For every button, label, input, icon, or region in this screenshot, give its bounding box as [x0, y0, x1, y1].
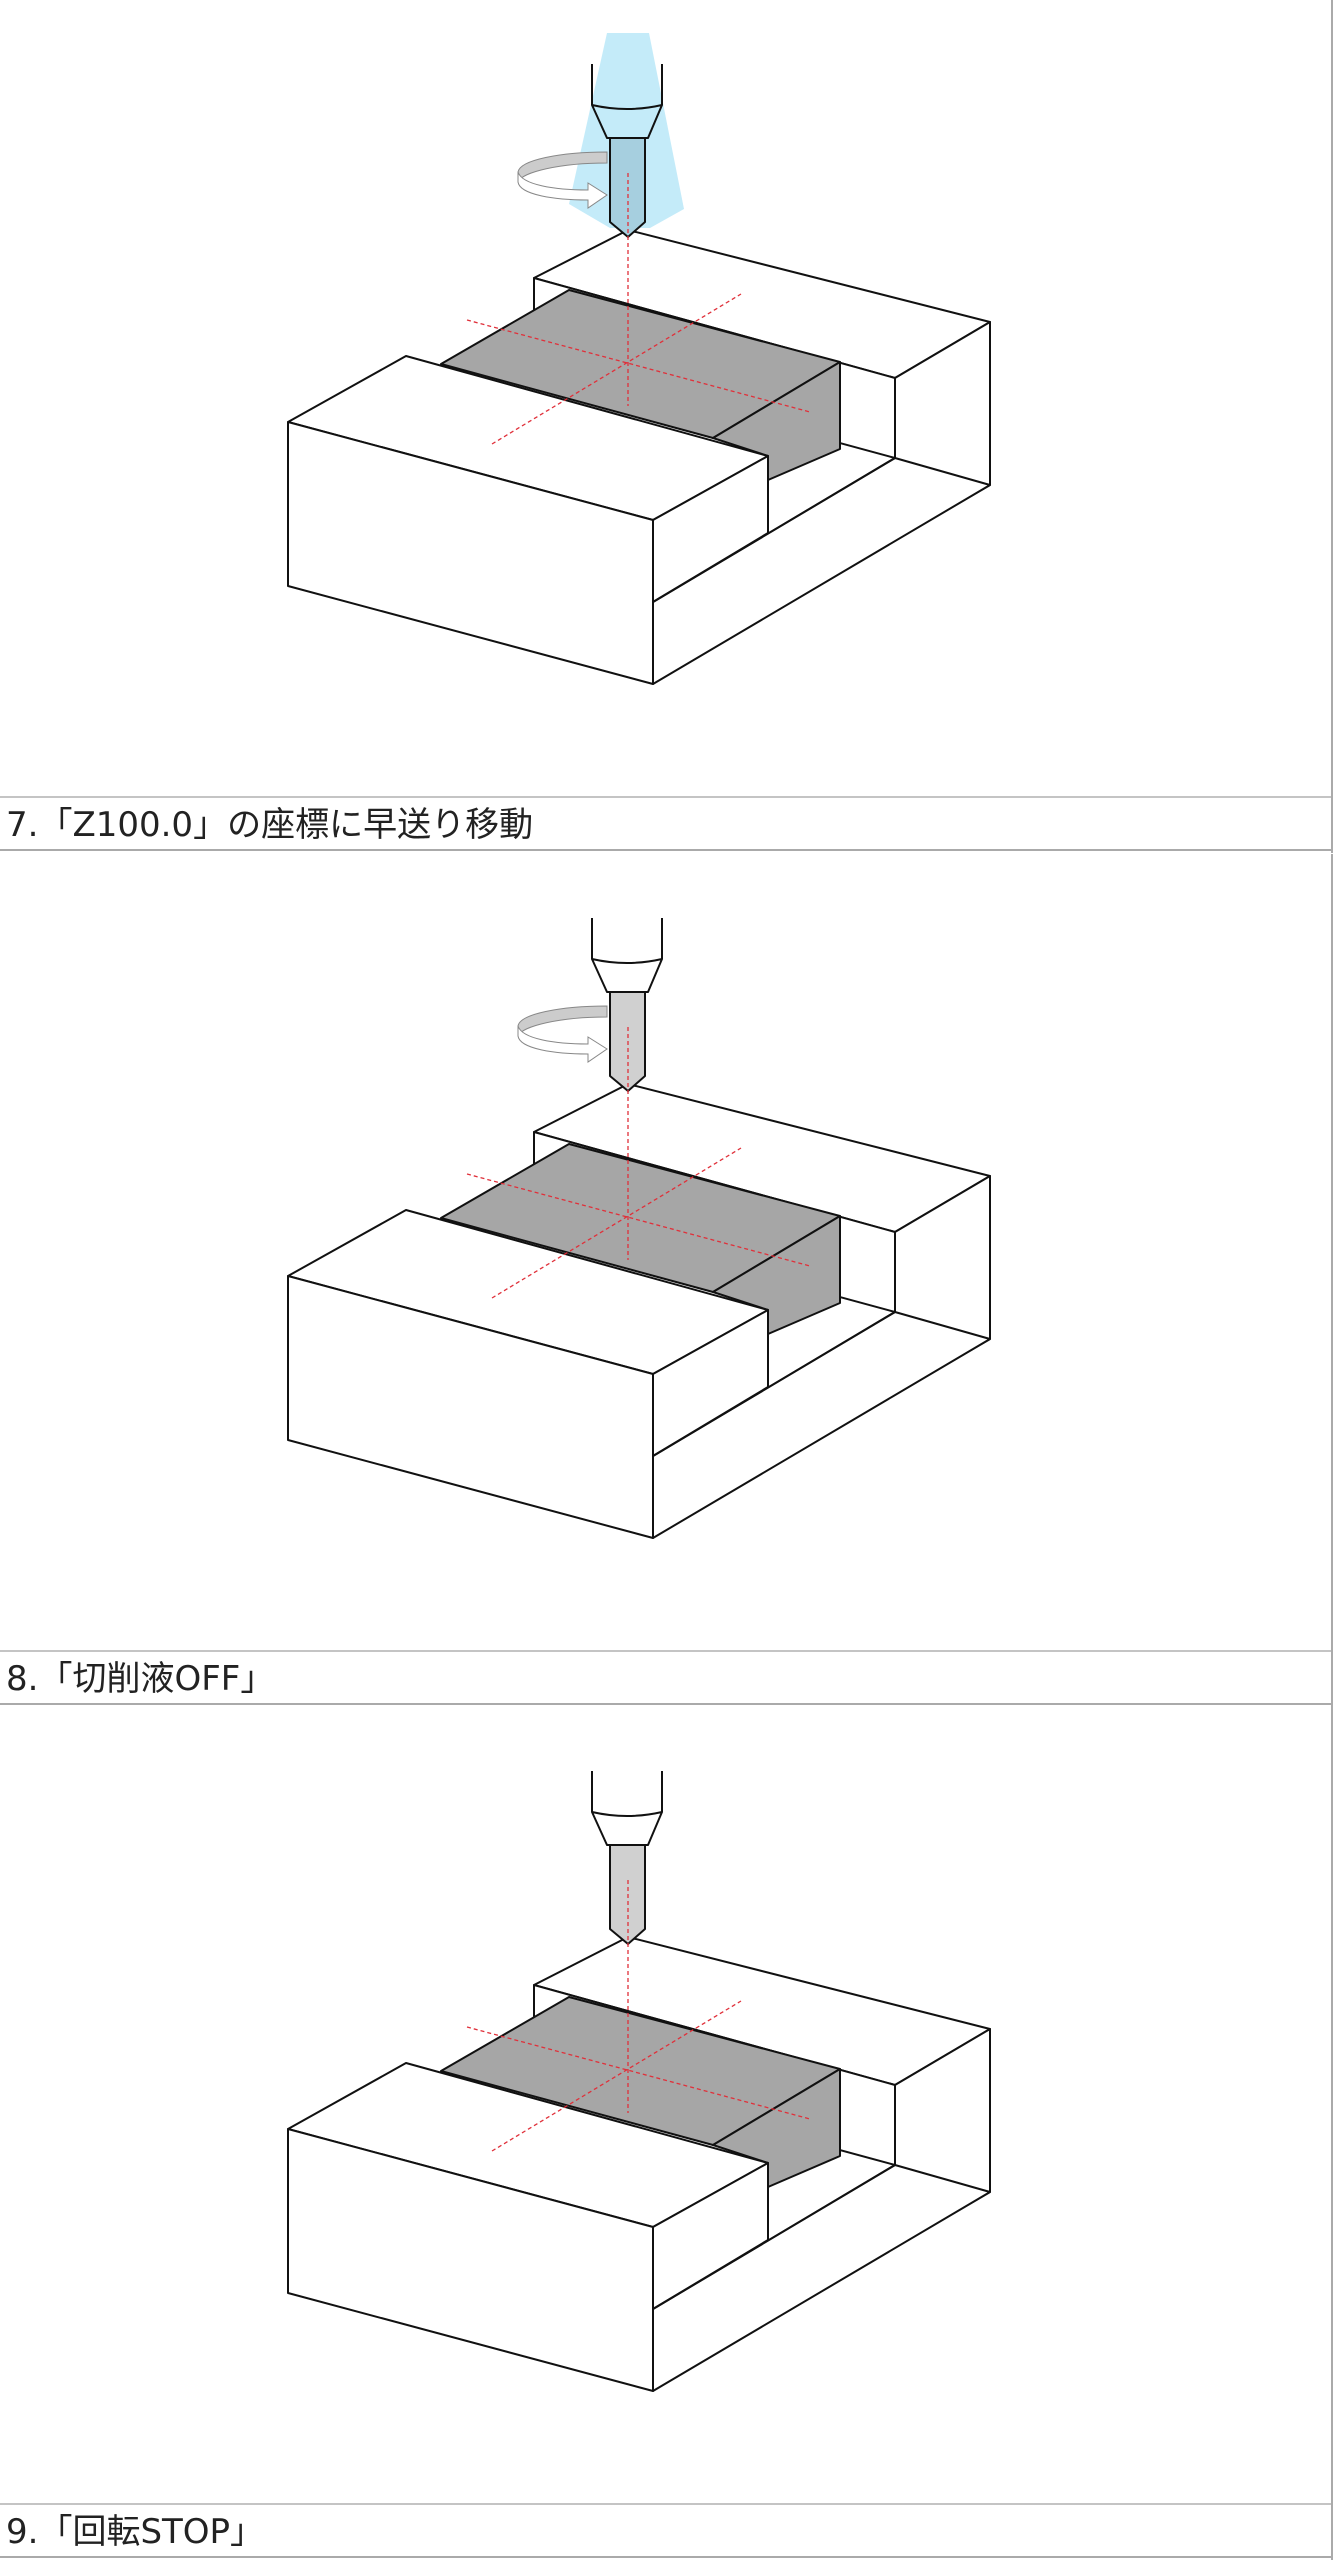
cutting-tool — [591, 917, 663, 1092]
workpiece-vise — [287, 1936, 991, 2392]
workpiece-vise — [287, 229, 991, 685]
left-jaw-front — [287, 421, 654, 685]
tool-holder — [591, 957, 663, 993]
machining-illustration — [287, 1771, 991, 2392]
step-panel: 9.「回転STOP」 — [0, 1707, 1333, 2560]
center-lines — [466, 1146, 811, 1299]
step-caption: 8.「切削液OFF」 — [0, 1649, 1331, 1705]
left-jaw-front — [287, 1274, 654, 1539]
step-panel: 7.「Z100.0」の座標に早送り移動 — [0, 0, 1333, 853]
step-caption: 9.「回転STOP」 — [0, 2503, 1331, 2558]
step-illustration — [0, 854, 1331, 1650]
rotation-arrow-icon — [517, 151, 608, 209]
step-panel: 8.「切削液OFF」 — [0, 853, 1333, 1707]
step-illustration — [0, 0, 1331, 796]
workpiece-vise — [287, 1082, 991, 1539]
cutting-tool — [591, 1771, 663, 1945]
rotation-arrow-icon — [517, 1004, 608, 1063]
machining-illustration — [287, 917, 991, 1539]
tool-holder — [591, 1811, 663, 1846]
step-caption: 7.「Z100.0」の座標に早送り移動 — [0, 796, 1331, 851]
center-lines — [466, 2000, 811, 2152]
center-lines — [466, 293, 811, 445]
left-jaw-front — [287, 2128, 654, 2392]
tool-holder — [591, 104, 663, 139]
machining-illustration — [287, 33, 991, 685]
step-illustration — [0, 1707, 1331, 2503]
